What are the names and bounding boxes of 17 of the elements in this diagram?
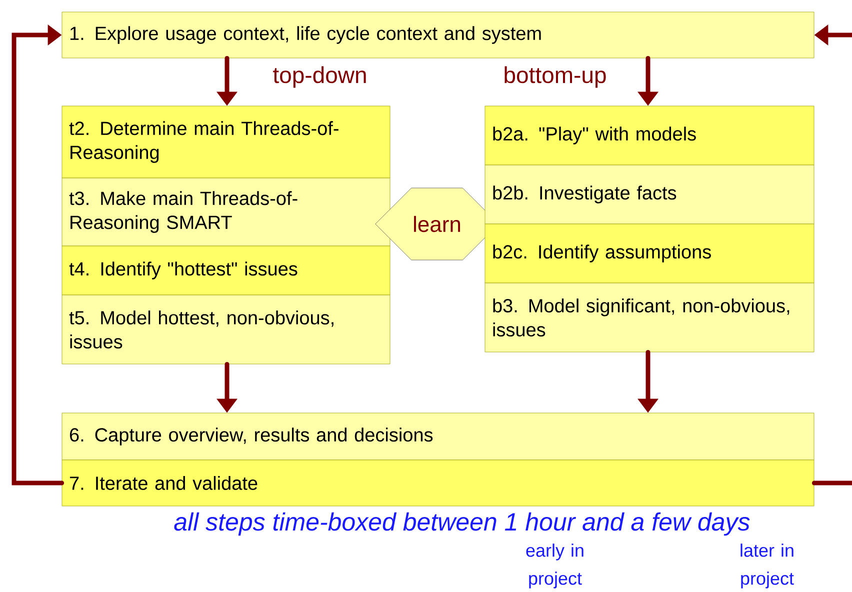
process-box: t2. Determine main Threads-of-Reasoning xyxy=(62,106,390,178)
project-phase-label: later in project xyxy=(740,544,794,588)
process-box: b2a. "Play" with models xyxy=(484,106,814,166)
edge-label: bottom-up xyxy=(504,66,606,88)
process-box: 7. Iterate and validate xyxy=(62,460,814,506)
edge-label: top-down xyxy=(273,66,366,88)
process-box: b3. Model significant, non-obvious, issues xyxy=(484,282,814,352)
process-box: t3. Make main Threads-of-Reasoning SMART xyxy=(62,178,390,246)
arrow xyxy=(12,24,64,486)
process-box: t5. Model hottest, non-obvious, issues xyxy=(62,294,390,364)
note: all steps time-boxed between 1 hour and a few days xyxy=(174,512,750,536)
project-phase-label: early in project xyxy=(526,544,584,588)
process-box: t4. Identify "hottest" issues xyxy=(62,246,390,296)
process-box: b2c. Identify assumptions xyxy=(484,224,814,284)
process-box: 6. Capture overview, results and decisions xyxy=(62,412,814,460)
process-box: b2b. Investigate facts xyxy=(484,164,814,224)
process-box: 1. Explore usage context, life cycle context and system xyxy=(62,12,814,58)
